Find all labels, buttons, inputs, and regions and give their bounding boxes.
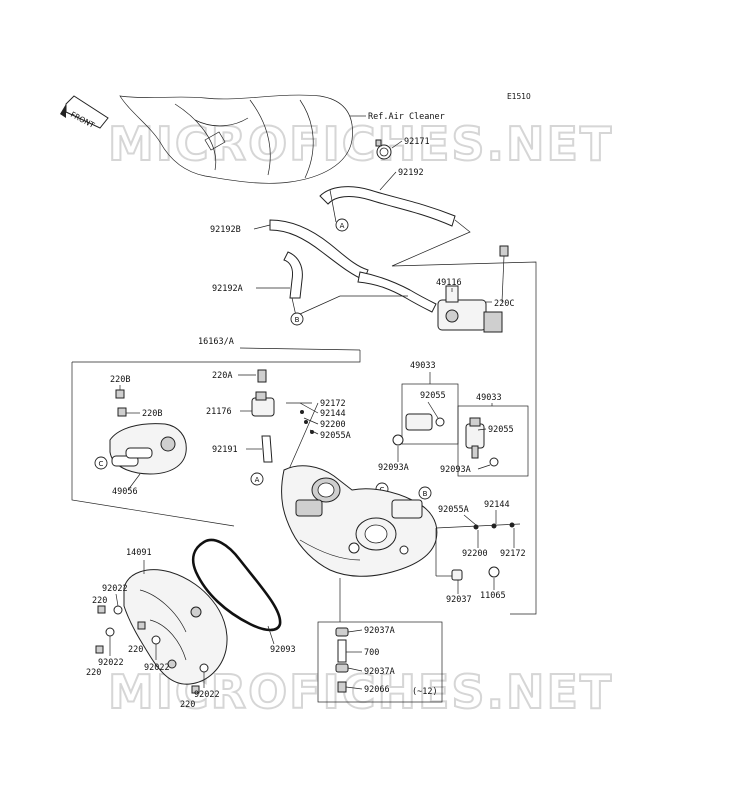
washer-92022-d-icon [199, 663, 209, 673]
part-92037A-b: 92037A [364, 667, 395, 677]
part-16163A: 16163/A [198, 337, 234, 347]
injector-49033-b-icon [465, 417, 499, 467]
washer-92022-c-icon [151, 635, 161, 645]
part-92192B: 92192B [210, 225, 241, 235]
note-label: (~12) [412, 687, 438, 697]
part-92172: 92172 [500, 549, 526, 559]
part-14091: 14091 [126, 548, 152, 558]
cap-11065-icon [488, 566, 500, 578]
part-92093A-b: 92093A [440, 465, 471, 475]
part-49033-a: 49033 [410, 361, 436, 371]
svg-text:C: C [99, 460, 104, 468]
svg-text:A: A [340, 222, 345, 230]
part-220A: 220A [212, 371, 232, 381]
part-92055-b: 92055 [488, 425, 514, 435]
part-92055-a: 92055 [420, 391, 446, 401]
detail-box-bottom [317, 621, 443, 703]
part-220-c: 220 [128, 645, 143, 655]
part-92192: 92192 [398, 168, 424, 178]
front-arrow-icon: FRONT [60, 95, 109, 130]
part-49116: 49116 [436, 278, 462, 288]
part-92037: 92037 [446, 595, 472, 605]
belt-92093 [191, 538, 282, 632]
hose-92192A [283, 251, 303, 299]
hose-92192 [319, 186, 456, 227]
part-92022-c: 92022 [144, 663, 170, 673]
part-700: 700 [364, 648, 379, 658]
callout-A-top: A [335, 218, 349, 232]
diagram-code: E1510 [507, 92, 531, 101]
part-220B-top: 220B [110, 375, 130, 385]
screw-220B-icon [115, 389, 127, 417]
injector-49033-a-icon [405, 413, 445, 431]
callout-B-right: B [418, 486, 432, 500]
hose-connector [357, 271, 437, 313]
callout-A-mid: A [250, 472, 264, 486]
part-92200: 92200 [462, 549, 488, 559]
part-92093A-a: 92093A [378, 463, 409, 473]
part-220-a: 220 [92, 596, 107, 606]
part-92037A-a: 92037A [364, 626, 395, 636]
cover-14091-icon [123, 569, 228, 685]
air-cleaner-outline [119, 94, 353, 184]
part-21176: 21176 [206, 407, 232, 417]
part-220C: 220C [494, 299, 514, 309]
part-92192A: 92192A [212, 284, 243, 294]
screw-220A-icon [257, 369, 267, 383]
bolt-220-a-icon [97, 605, 106, 614]
part-220B: 220B [142, 409, 162, 419]
washer-92093A-a-icon [392, 434, 404, 446]
hose-92191 [261, 435, 273, 463]
part-92022-a: 92022 [102, 584, 128, 594]
valve-49116-icon [437, 245, 509, 333]
part-92144: 92144 [484, 500, 510, 510]
sensor-21176-icon [251, 391, 275, 417]
part-92022-b: 92022 [98, 658, 124, 668]
hose-92192B [269, 219, 369, 281]
part-220-d: 220 [180, 700, 195, 710]
plug-92037-icon [451, 569, 463, 581]
bolt-220-d-icon [191, 685, 200, 694]
elbow-49056-icon [109, 423, 187, 475]
part-92171: 92171 [404, 137, 430, 147]
throttle-body-icon [281, 465, 438, 577]
svg-text:B: B [423, 490, 428, 498]
part-92022-d: 92022 [194, 690, 220, 700]
clamp-92171-icon [375, 139, 392, 160]
part-220-b: 220 [86, 668, 101, 678]
part-49056: 49056 [112, 487, 138, 497]
ref-label: Ref.Air Cleaner [368, 112, 445, 122]
bolt-220-c-icon [137, 621, 146, 630]
callout-B-top: B [290, 312, 304, 326]
part-92093: 92093 [270, 645, 296, 655]
part-92191: 92191 [212, 445, 238, 455]
part-92144-top: 92144 [320, 409, 346, 419]
washer-92022-a-icon [113, 605, 123, 615]
bolt-220-b-icon [95, 645, 104, 654]
svg-text:A: A [255, 476, 260, 484]
part-92172-top: 92172 [320, 399, 346, 409]
hose-700-icon [335, 627, 349, 693]
part-92055A: 92055A [438, 505, 469, 515]
part-92055A-top: 92055A [320, 431, 351, 441]
washer-92022-b-icon [105, 627, 115, 637]
injector-box-b [457, 405, 529, 477]
watermark-top: MICROFICHES.NET [108, 117, 613, 171]
svg-text:B: B [295, 316, 300, 324]
part-11065: 11065 [480, 591, 506, 601]
callout-C-left: C [94, 456, 108, 470]
part-49033-b: 49033 [476, 393, 502, 403]
part-92066: 92066 [364, 685, 390, 695]
part-92200-top: 92200 [320, 420, 346, 430]
